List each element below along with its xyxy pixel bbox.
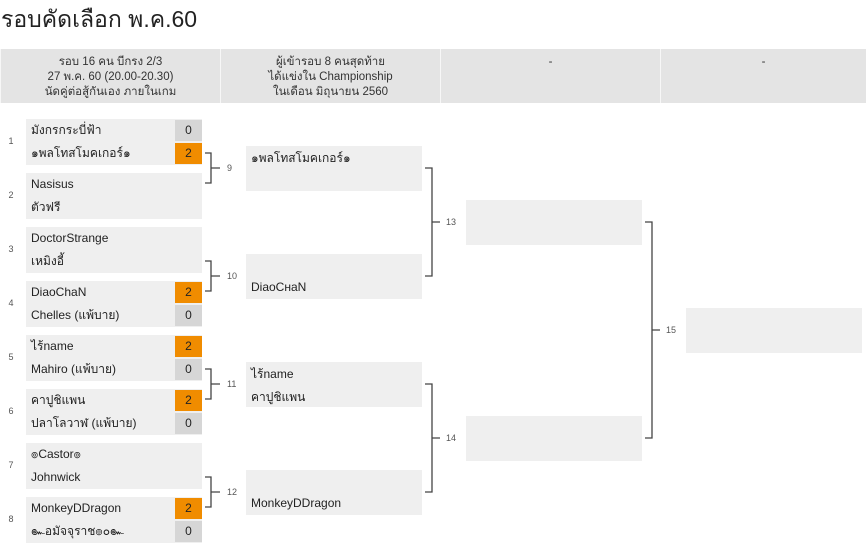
player-score: 0: [175, 521, 202, 542]
player-score: 2: [175, 282, 202, 303]
player-name: DoctorStrange: [31, 231, 109, 245]
round-header-line: ได้แข่งใน Championship: [268, 71, 393, 83]
round-header-3: -: [440, 49, 660, 103]
bracket-connector: [205, 368, 220, 400]
player-name: ๑พลโทสโมคเกอร์๑: [31, 146, 131, 160]
player-name: มังกรกระบี่ฟ้า: [31, 123, 102, 137]
match-number: 11: [227, 379, 237, 389]
player-score: 0: [175, 413, 202, 434]
bracket-connector: [205, 260, 220, 292]
round-header-line: -: [548, 56, 553, 68]
round1-player-slot[interactable]: DiaoChaN 2: [26, 281, 202, 304]
seed-number: 7: [8, 460, 14, 470]
round1-player-slot[interactable]: คาปูชิแพน 2: [26, 389, 202, 412]
round1-player-slot[interactable]: ๑พลโทสโมคเกอร์๑ 2: [26, 142, 202, 165]
round1-player-slot[interactable]: Johnwick: [26, 466, 202, 489]
seed-number: 6: [8, 406, 14, 416]
bracket-connector: [425, 167, 440, 277]
match-number: 12: [227, 487, 238, 497]
seed-number: 8: [8, 514, 14, 524]
round1-player-slot[interactable]: Mahiro (แพ้บาย) 0: [26, 358, 202, 381]
round-header-line: ในเดือน มิถุนายน 2560: [272, 86, 389, 98]
round1-player-slot[interactable]: ๏Castor๏: [26, 443, 202, 466]
player-name: ๛อมัจจุราช๏๐๛: [31, 524, 124, 538]
player-name: DiaoChaN: [31, 285, 87, 299]
round2-match-box[interactable]: ๑พลโทสโมคเกอร์๑: [246, 146, 422, 191]
player-score: 0: [175, 359, 202, 380]
round1-player-slot[interactable]: ปลาโลวาฬ (แพ้บาย) 0: [26, 412, 202, 435]
player-name: ไร้name: [251, 367, 294, 381]
round1-player-slot[interactable]: DoctorStrange: [26, 227, 202, 250]
semifinal-match-box[interactable]: [466, 200, 642, 245]
player-name: MonkeyDDragon: [31, 501, 122, 515]
player-score: 2: [175, 498, 202, 519]
bracket-connector: [645, 221, 660, 439]
seed-number: 3: [8, 244, 14, 254]
player-name: ๑พลโทสโมคเกอร์๑: [251, 151, 351, 165]
player-score: 2: [175, 390, 202, 411]
player-name: Johnwick: [31, 470, 81, 484]
round-header-1: รอบ 16 คน บีกรง 2/3 27 พ.ค. 60 (20.00-20.…: [0, 49, 220, 103]
player-name: เหมิงอี้: [31, 254, 64, 268]
seed-number: 2: [8, 190, 14, 200]
round-header-4: -: [660, 49, 866, 103]
round1-player-slot[interactable]: ตัวฟรี: [26, 196, 202, 219]
player-name: ปลาโลวาฬ (แพ้บาย): [31, 416, 137, 430]
player-name: ตัวฟรี: [31, 200, 61, 214]
round1-player-slot[interactable]: ๛อมัจจุราช๏๐๛ 0: [26, 520, 202, 543]
round1-player-slot[interactable]: มังกรกระบี่ฟ้า 0: [26, 119, 202, 142]
round2-match-box[interactable]: ไร้name คาปูชิแพน: [246, 362, 422, 407]
player-name: คาปูชิแพน: [251, 390, 306, 404]
semifinal-match-box[interactable]: [466, 416, 642, 461]
round-header-line: รอบ 16 คน บีกรง 2/3: [58, 56, 163, 68]
round1-player-slot[interactable]: เหมิงอี้: [26, 250, 202, 273]
round1-player-slot[interactable]: ไร้name 2: [26, 335, 202, 358]
player-name: MonkeyDDragon: [251, 496, 342, 510]
bracket-connector: [425, 383, 440, 493]
player-name: ไร้name: [31, 339, 74, 353]
round-header-2: ผู้เข้ารอบ 8 คนสุดท้ายได้แข่งใน Champion…: [220, 49, 440, 103]
round1-player-slot[interactable]: MonkeyDDragon 2: [26, 497, 202, 520]
player-name: Nasisus: [31, 177, 74, 191]
match-number: 10: [227, 271, 238, 281]
round1-player-slot[interactable]: Nasisus: [26, 173, 202, 196]
player-score: 0: [175, 305, 202, 326]
round2-match-box[interactable]: MonkeyDDragon: [246, 470, 422, 515]
player-name: ๏Castor๏: [31, 447, 81, 461]
player-name: Chelles (แพ้บาย): [31, 308, 120, 322]
player-name: คาปูชิแพน: [31, 393, 86, 407]
round-header-line: นัดคู่ต่อสู้กันเอง ภายในเกม: [44, 86, 177, 98]
player-name: Mahiro (แพ้บาย): [31, 362, 117, 376]
player-score: 2: [175, 336, 202, 357]
player-score: 2: [175, 143, 202, 164]
final-match-box[interactable]: [686, 308, 862, 353]
bracket-connector: [205, 476, 220, 508]
match-number: 13: [446, 217, 457, 227]
seed-number: 5: [8, 352, 14, 362]
match-number: 14: [446, 433, 457, 443]
round1-player-slot[interactable]: Chelles (แพ้บาย) 0: [26, 304, 202, 327]
match-number: 9: [227, 163, 233, 173]
player-score: 0: [175, 120, 202, 141]
round-header-line: ผู้เข้ารอบ 8 คนสุดท้าย: [276, 56, 385, 68]
player-name: DiaoCʜaN: [251, 280, 307, 294]
round-header-line: -: [761, 56, 766, 68]
seed-number: 4: [8, 298, 14, 308]
round-header-line: 27 พ.ค. 60 (20.00-20.30): [47, 71, 174, 83]
seed-number: 1: [8, 136, 14, 146]
match-number: 15: [666, 325, 677, 335]
round2-match-box[interactable]: DiaoCʜaN: [246, 254, 422, 299]
page-title: รอบคัดเลือก พ.ค.60: [1, 6, 198, 32]
bracket-connector: [205, 152, 220, 184]
